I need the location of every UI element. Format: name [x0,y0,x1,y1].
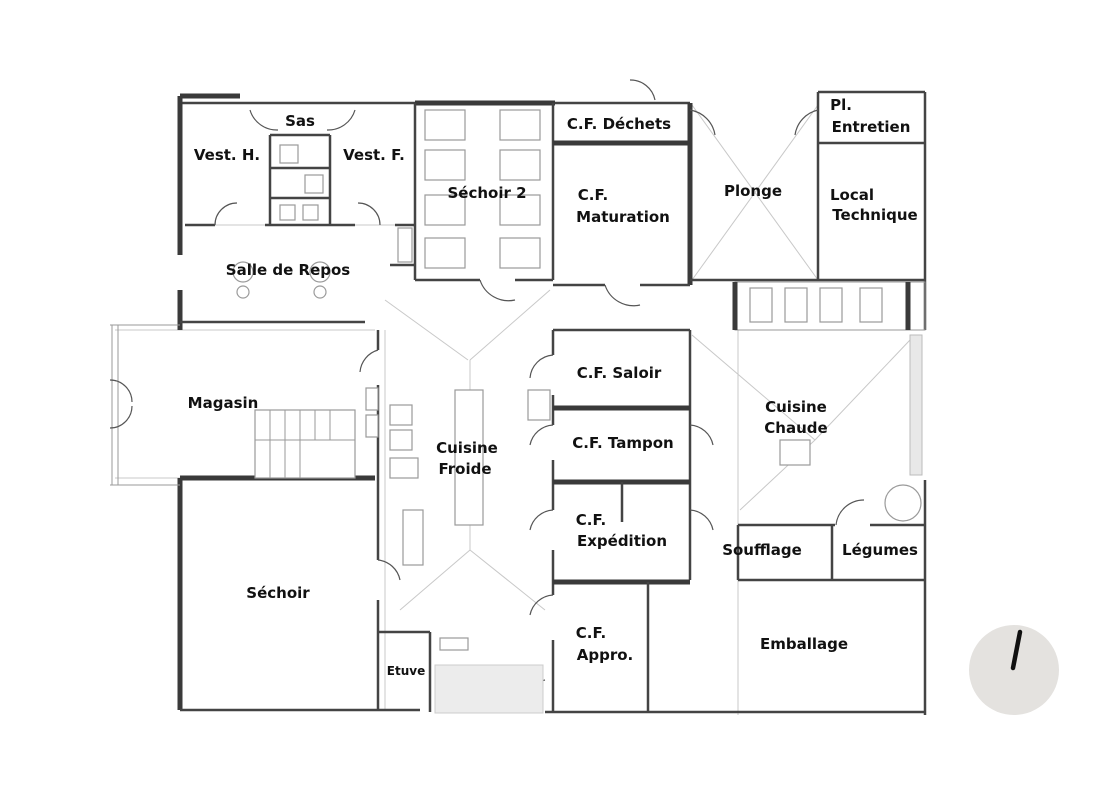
label-sas: Sas [285,112,315,130]
label-legumes: Légumes [842,541,918,559]
interior-walls [180,92,926,712]
label-magasin: Magasin [188,394,259,412]
label-soufflage: Soufflage [722,541,802,559]
label-pl-entretien-line1: Pl. [830,96,852,114]
outer-walls [110,90,927,715]
label-cf-maturation-line2: Maturation [576,208,670,226]
label-salle-de-repos: Salle de Repos [226,261,351,279]
label-cuisine-froide-line2: Froide [438,460,491,478]
label-cuisine-chaude-line2: Chaude [764,419,827,437]
label-plonge: Plonge [724,182,782,200]
label-cuisine-chaude-line1: Cuisine [765,398,827,416]
north-arrow-icon [969,625,1059,715]
label-sechoir: Séchoir [246,584,310,602]
label-cf-expedition-line1: C.F. [576,511,606,529]
label-sechoir-2: Séchoir 2 [447,184,526,202]
label-cf-dechets: C.F. Déchets [567,115,671,133]
furniture [232,109,922,714]
label-vest-f: Vest. F. [343,146,405,164]
label-cuisine-froide-line1: Cuisine [436,439,498,457]
label-cf-tampon: C.F. Tampon [572,434,673,452]
room-labels: Sas Vest. H. Vest. F. Séchoir 2 C.F. Déc… [188,96,918,678]
door-swings [109,79,865,701]
label-pl-entretien-line2: Entretien [832,118,911,136]
label-local-technique-line2: Technique [832,206,917,224]
label-vest-h: Vest. H. [194,146,260,164]
label-cf-expedition-line2: Expédition [577,532,667,550]
label-local-technique-line1: Local [830,186,874,204]
label-emballage: Emballage [760,635,848,653]
label-etuve: Etuve [387,664,425,678]
label-cf-maturation-line1: C.F. [578,186,608,204]
label-cf-saloir: C.F. Saloir [577,364,662,382]
label-cf-appro-line2: Appro. [577,646,633,664]
label-cf-appro-line1: C.F. [576,624,606,642]
